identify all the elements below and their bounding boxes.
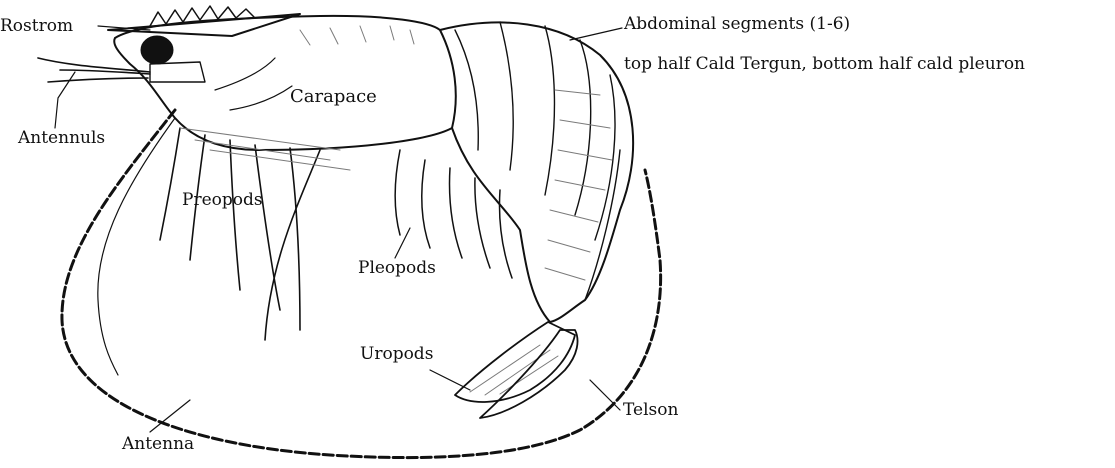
carapace-hatch xyxy=(300,26,414,45)
label-abdominal-segments: Abdominal segments (1-6) xyxy=(624,16,850,33)
pereopod-1 xyxy=(160,128,180,240)
leader-uropods xyxy=(430,370,470,390)
leader-abdominal xyxy=(570,28,622,40)
abdomen-shading xyxy=(545,90,612,280)
carapace-groove xyxy=(215,58,292,110)
pereopod-4 xyxy=(255,145,280,310)
antenna-flagellum xyxy=(62,110,661,458)
leader-pleopods xyxy=(395,228,410,258)
antennular-peduncle xyxy=(150,62,205,82)
segment-1 xyxy=(455,30,478,150)
pleopod-2 xyxy=(422,160,430,248)
segment-4 xyxy=(575,40,591,215)
segment-2 xyxy=(500,22,513,170)
label-uropods: Uropods xyxy=(360,346,433,363)
label-carapace: Carapace xyxy=(290,88,377,106)
pleopod-3 xyxy=(450,168,463,258)
pleopod-5 xyxy=(500,190,513,278)
carapace xyxy=(114,16,456,150)
label-antenna: Antenna xyxy=(122,436,194,453)
segment-3 xyxy=(545,26,554,195)
eye xyxy=(141,36,173,64)
label-pleopods: Pleopods xyxy=(358,260,436,277)
label-rostrom: Rostrom xyxy=(0,18,73,35)
label-telson: Telson xyxy=(623,402,678,419)
pereopod-3 xyxy=(230,140,240,290)
leader-antenna xyxy=(150,400,190,432)
pleopod-1 xyxy=(395,150,400,235)
leader-telson xyxy=(590,380,620,410)
label-preopods: Preopods xyxy=(182,192,263,209)
antennules xyxy=(38,58,150,82)
antenna-flagellum-inner xyxy=(98,118,175,375)
telson xyxy=(480,330,578,418)
label-abdominal-note: top half Cald Tergun, bottom half cald p… xyxy=(624,56,1025,73)
pereopod-5 xyxy=(290,148,300,330)
pereopod-6 xyxy=(265,150,320,340)
label-antennuls: Antennuls xyxy=(18,130,105,147)
